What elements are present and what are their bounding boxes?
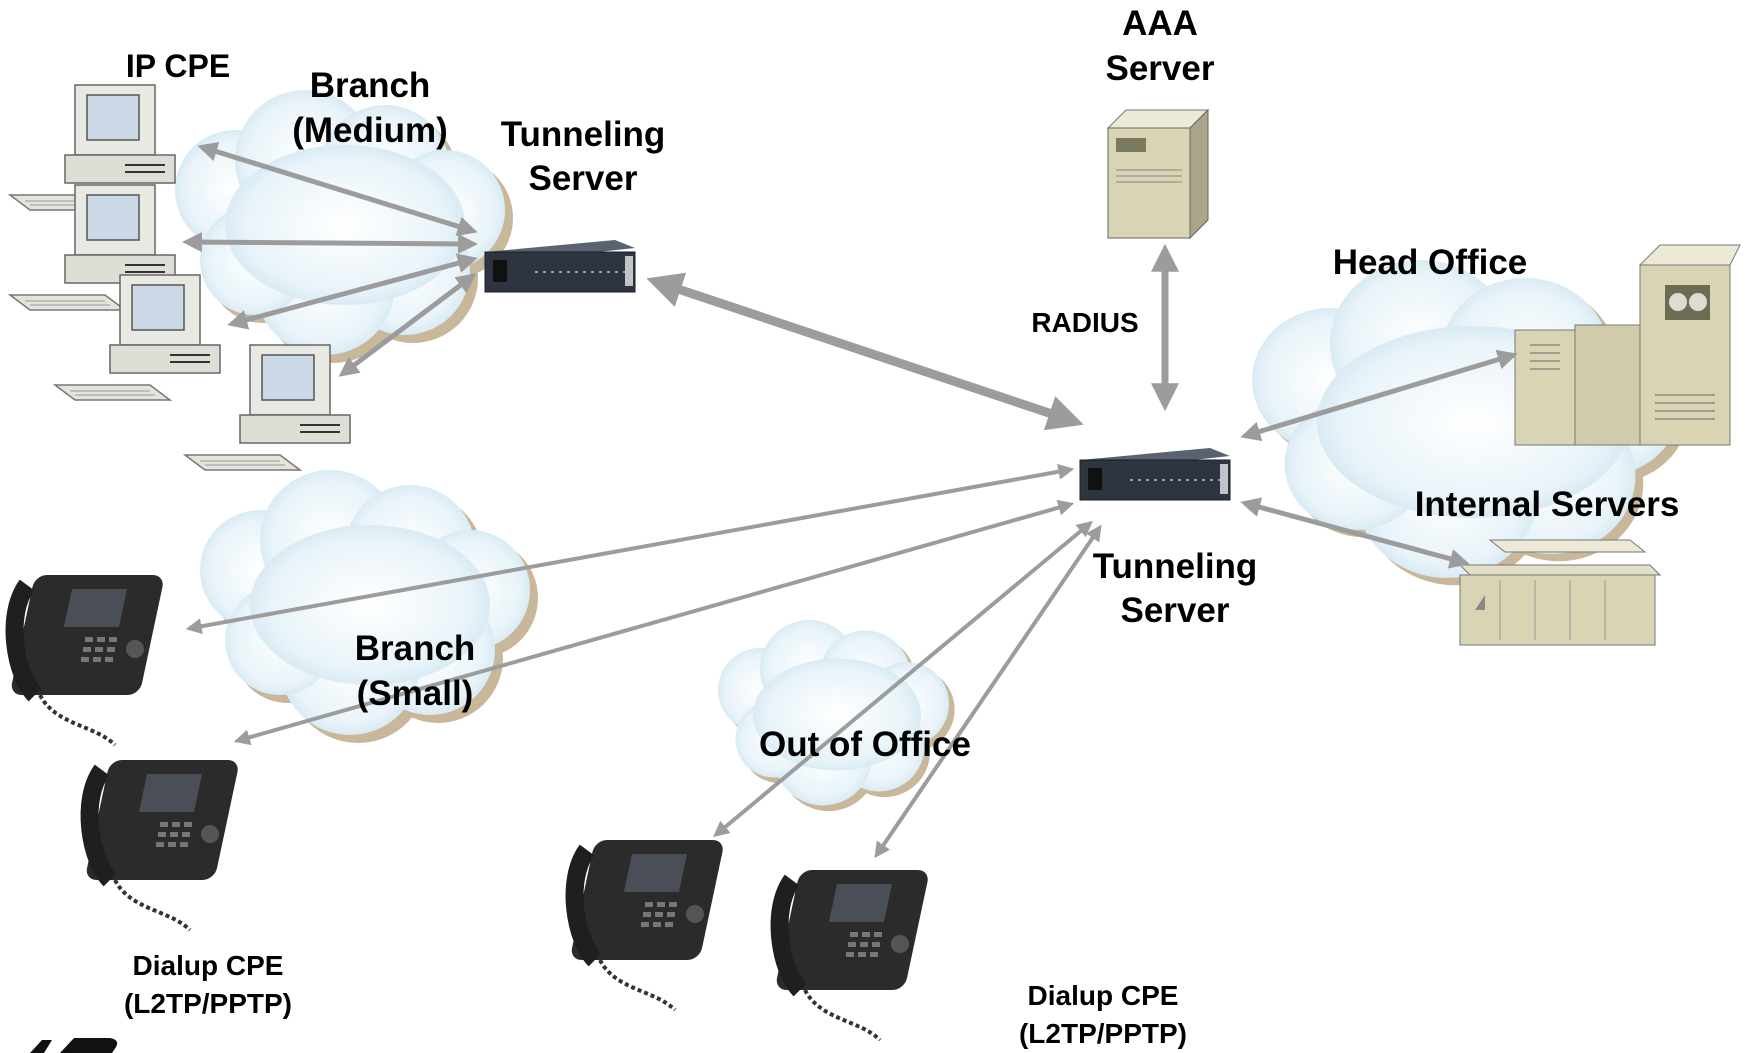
tunneling-server-mid-label-line2: Server <box>1121 591 1230 630</box>
tunneling-server-top-label-line1: Tunneling <box>501 115 666 154</box>
tunneling-server-icon <box>1079 447 1231 501</box>
ip-cpe-label: IP CPE <box>126 48 230 84</box>
desktop-computer-icon <box>54 274 221 401</box>
out-of-office-label: Out of Office <box>759 725 971 764</box>
rack-server-icon <box>1458 539 1662 646</box>
ip-phone-icon <box>774 870 930 1040</box>
dialup-cpe-right-label-line1: Dialup CPE <box>1028 980 1179 1011</box>
dialup-cpe-right-label-line2: (L2TP/PPTP) <box>1019 1018 1187 1049</box>
out-of-office-cloud <box>718 620 955 812</box>
branch-small-label-line1: Branch <box>355 629 476 668</box>
ip-phone-icon <box>84 760 240 930</box>
ip-phone-icon <box>9 575 165 745</box>
dialup-cpe-left-label-line1: Dialup CPE <box>133 950 284 981</box>
branch-medium-label-line2: (Medium) <box>292 111 448 150</box>
radius-label: RADIUS <box>1031 307 1138 338</box>
head-office-label: Head Office <box>1333 243 1528 282</box>
tower-server-icon <box>1106 108 1210 240</box>
connection-arrows <box>182 141 1518 859</box>
aaa-server-label-line2: Server <box>1106 49 1215 88</box>
aaa-server-label-line1: AAA <box>1122 4 1198 43</box>
logo-fragment-icon <box>30 1038 118 1053</box>
mainframe-icon <box>1514 244 1741 446</box>
internal-servers-label: Internal Servers <box>1415 485 1680 524</box>
tunneling-server-top-label-line2: Server <box>529 159 638 198</box>
branch-medium-label-line1: Branch <box>310 66 431 105</box>
tunneling-server-mid-label-line1: Tunneling <box>1093 547 1258 586</box>
branch-small-label-line2: (Small) <box>357 674 474 713</box>
tunneling-server-icon <box>484 239 636 293</box>
ip-phone-icon <box>569 840 725 1010</box>
dialup-cpe-left-label-line2: (L2TP/PPTP) <box>124 988 292 1019</box>
